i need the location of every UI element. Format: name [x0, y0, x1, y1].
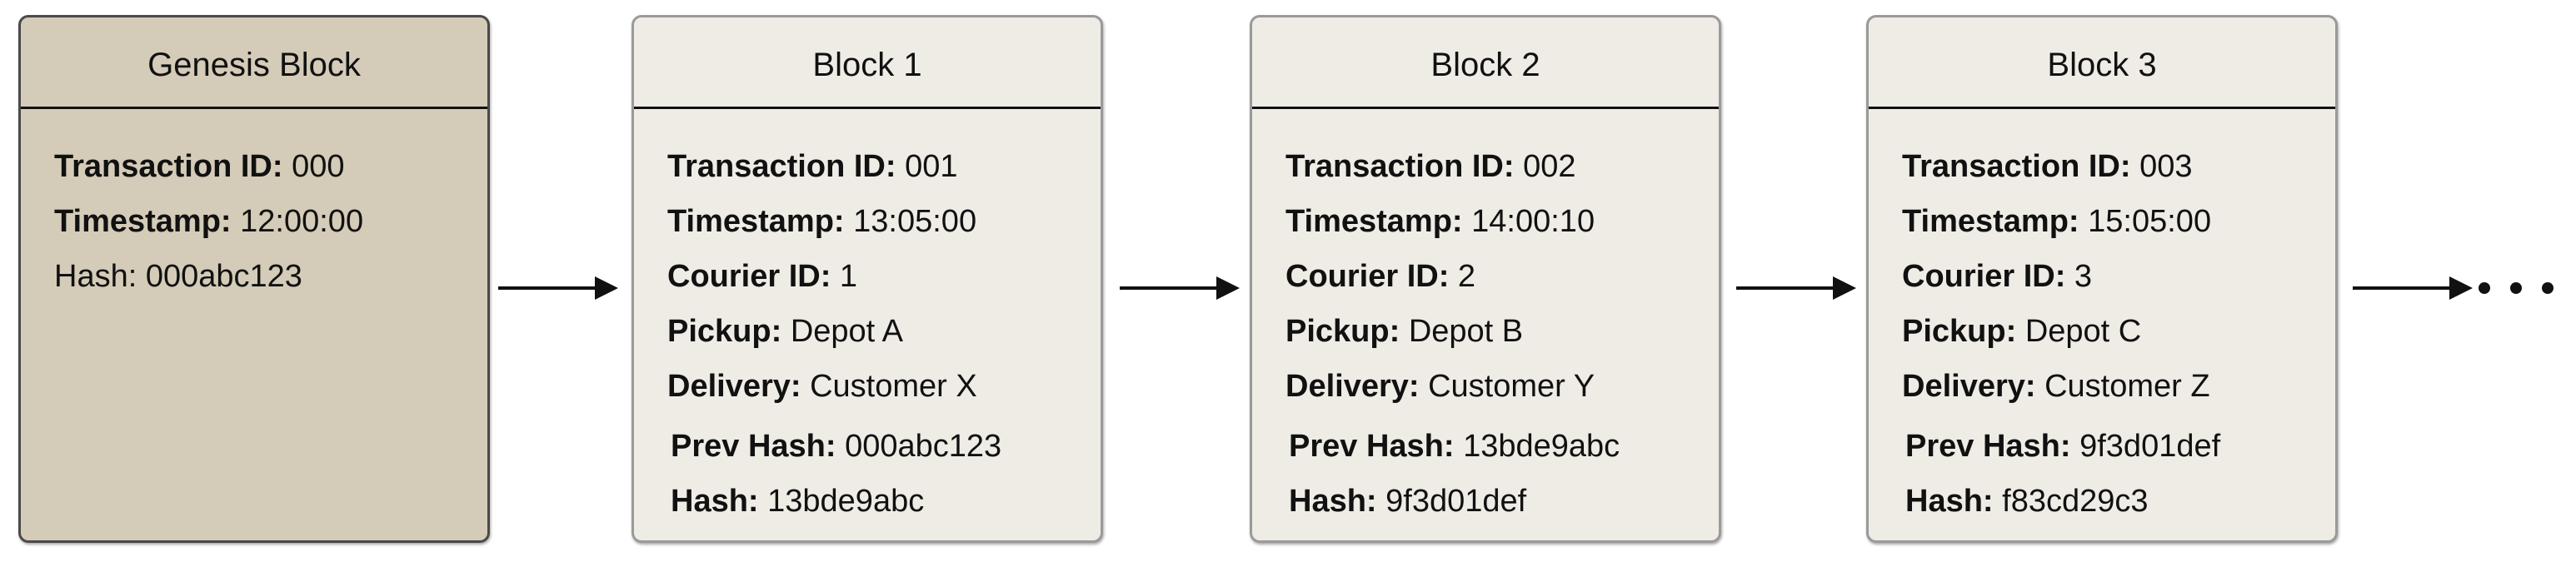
right-arrow-icon: [498, 276, 618, 300]
block-body: Transaction ID: 002 Timestamp: 14:00:10 …: [1252, 109, 1719, 529]
field-value: 9f3d01def: [1385, 484, 1527, 519]
field-value: Customer X: [810, 369, 977, 404]
field-value: 003: [2139, 149, 2193, 184]
field-value: 14:00:10: [1471, 204, 1595, 239]
field-value: 13bde9abc: [1463, 429, 1620, 464]
right-arrow-icon: [1736, 276, 1856, 300]
prev-hash-field: Prev Hash: 000abc123: [671, 419, 1101, 474]
field-value: 9f3d01def: [2079, 429, 2221, 464]
block-title: Genesis Block: [21, 17, 487, 109]
field-value: Depot B: [1408, 314, 1524, 349]
field-value: 13bde9abc: [767, 484, 925, 519]
field-key: Timestamp:: [1902, 204, 2079, 239]
field-value: 000abc123: [145, 259, 302, 294]
field-key: Transaction ID:: [1902, 149, 2131, 184]
field-value: Customer Y: [1428, 369, 1595, 404]
transaction-id-field: Transaction ID: 000: [54, 139, 487, 194]
field-value: 3: [2074, 259, 2093, 294]
timestamp-field: Timestamp: 13:05:00: [667, 194, 1101, 249]
field-value: 1: [839, 259, 858, 294]
field-value: 12:00:00: [240, 204, 364, 239]
block-1: Block 1 Transaction ID: 001 Timestamp: 1…: [632, 15, 1103, 543]
courier-id-field: Courier ID: 1: [667, 249, 1101, 304]
field-key: Hash:: [54, 259, 137, 294]
pickup-field: Pickup: Depot A: [667, 304, 1101, 359]
field-key: Timestamp:: [1286, 204, 1463, 239]
timestamp-field: Timestamp: 12:00:00: [54, 194, 487, 249]
transaction-id-field: Transaction ID: 003: [1902, 139, 2335, 194]
field-key: Courier ID:: [667, 259, 831, 294]
field-key: Courier ID:: [1902, 259, 2066, 294]
delivery-field: Delivery: Customer Z: [1902, 359, 2335, 414]
block-title: Block 1: [634, 17, 1101, 109]
field-key: Hash:: [1289, 484, 1377, 519]
block-title: Block 2: [1252, 17, 1719, 109]
field-key: Timestamp:: [54, 204, 232, 239]
field-value: Depot C: [2024, 314, 2142, 349]
field-key: Timestamp:: [667, 204, 845, 239]
courier-id-field: Courier ID: 2: [1286, 249, 1719, 304]
field-value: 000abc123: [845, 429, 1002, 464]
field-key: Pickup:: [667, 314, 782, 349]
field-key: Transaction ID:: [1286, 149, 1515, 184]
timestamp-field: Timestamp: 15:05:00: [1902, 194, 2335, 249]
field-value: f83cd29c3: [2002, 484, 2149, 519]
delivery-field: Delivery: Customer X: [667, 359, 1101, 414]
timestamp-field: Timestamp: 14:00:10: [1286, 194, 1719, 249]
field-key: Transaction ID:: [667, 149, 896, 184]
field-value: 13:05:00: [853, 204, 977, 239]
field-key: Delivery:: [1286, 369, 1420, 404]
transaction-id-field: Transaction ID: 002: [1286, 139, 1719, 194]
block-3: Block 3 Transaction ID: 003 Timestamp: 1…: [1866, 15, 2338, 543]
ellipsis-icon: [2479, 282, 2554, 294]
hash-field: Hash: 000abc123: [54, 249, 487, 304]
block-body: Transaction ID: 000 Timestamp: 12:00:00 …: [21, 109, 487, 304]
field-key: Prev Hash:: [671, 429, 836, 464]
right-arrow-icon: [2353, 276, 2473, 300]
field-value: 15:05:00: [2088, 204, 2212, 239]
field-value: 000: [292, 149, 345, 184]
field-key: Delivery:: [667, 369, 801, 404]
hash-field: Hash: 9f3d01def: [1289, 474, 1719, 529]
field-value: Customer Z: [2044, 369, 2210, 404]
field-value: 001: [905, 149, 958, 184]
genesis-block: Genesis Block Transaction ID: 000 Timest…: [18, 15, 490, 543]
prev-hash-field: Prev Hash: 9f3d01def: [1905, 419, 2335, 474]
hash-field: Hash: f83cd29c3: [1905, 474, 2335, 529]
field-key: Hash:: [671, 484, 759, 519]
field-key: Courier ID:: [1286, 259, 1450, 294]
block-body: Transaction ID: 003 Timestamp: 15:05:00 …: [1869, 109, 2335, 529]
field-key: Delivery:: [1902, 369, 2036, 404]
courier-id-field: Courier ID: 3: [1902, 249, 2335, 304]
block-title: Block 3: [1869, 17, 2335, 109]
field-value: 002: [1523, 149, 1576, 184]
transaction-id-field: Transaction ID: 001: [667, 139, 1101, 194]
hash-field: Hash: 13bde9abc: [671, 474, 1101, 529]
block-body: Transaction ID: 001 Timestamp: 13:05:00 …: [634, 109, 1101, 529]
right-arrow-icon: [1120, 276, 1240, 300]
delivery-field: Delivery: Customer Y: [1286, 359, 1719, 414]
prev-hash-field: Prev Hash: 13bde9abc: [1289, 419, 1719, 474]
field-key: Transaction ID:: [54, 149, 283, 184]
field-key: Prev Hash:: [1289, 429, 1455, 464]
field-key: Pickup:: [1902, 314, 2017, 349]
field-value: Depot A: [790, 314, 904, 349]
field-key: Hash:: [1905, 484, 1994, 519]
field-key: Pickup:: [1286, 314, 1400, 349]
block-2: Block 2 Transaction ID: 002 Timestamp: 1…: [1250, 15, 1721, 543]
field-key: Prev Hash:: [1905, 429, 2071, 464]
pickup-field: Pickup: Depot B: [1286, 304, 1719, 359]
pickup-field: Pickup: Depot C: [1902, 304, 2335, 359]
field-value: 2: [1457, 259, 1476, 294]
